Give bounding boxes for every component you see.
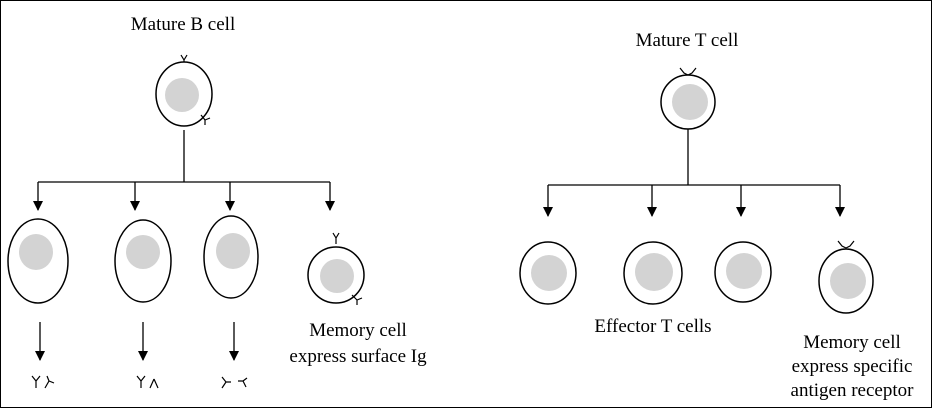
nucleus <box>531 255 567 291</box>
t-memory-cell <box>818 240 874 314</box>
t-cell-branch-lines <box>543 129 845 217</box>
nucleus <box>726 253 762 289</box>
t-memory-label-line1: Memory cell <box>803 332 901 353</box>
antibody-icon <box>31 375 55 389</box>
surface-ig-icon <box>180 54 211 125</box>
antibody-secretion-arrows <box>35 322 239 361</box>
b-memory-cell <box>307 232 365 305</box>
t-cell-receptor-icon <box>837 240 855 249</box>
nucleus <box>830 263 866 299</box>
plasma-cell <box>7 218 69 304</box>
t-memory-label-line3: antigen receptor <box>790 380 914 401</box>
antibody-icon <box>221 376 248 389</box>
nucleus <box>672 84 708 120</box>
mature-t-cell <box>660 67 716 130</box>
nucleus <box>320 259 354 293</box>
t-cell-receptor-icon <box>679 67 697 76</box>
nucleus <box>635 253 673 291</box>
nucleus <box>216 233 250 269</box>
t-memory-label-line2: express specific <box>791 356 913 377</box>
b-memory-label-line2: express surface Ig <box>289 346 427 367</box>
t-cell-title: Mature T cell <box>635 30 739 51</box>
effector-t-cell <box>623 241 683 305</box>
nucleus <box>126 235 160 269</box>
mature-b-cell <box>155 54 213 127</box>
effector-t-cells-label: Effector T cells <box>594 316 712 337</box>
b-memory-label-line1: Memory cell <box>309 320 407 341</box>
effector-t-cell <box>519 241 577 305</box>
b-cell-branch-lines <box>33 130 335 211</box>
antibody-icons <box>31 375 248 389</box>
effector-t-cell <box>714 241 772 303</box>
plasma-cell <box>114 219 172 303</box>
nucleus <box>19 234 53 270</box>
surface-ig-icon <box>332 232 363 305</box>
antibody-icon <box>136 375 159 389</box>
b-cell-title: Mature B cell <box>130 14 236 35</box>
nucleus <box>165 78 199 112</box>
plasma-cell <box>203 215 259 299</box>
